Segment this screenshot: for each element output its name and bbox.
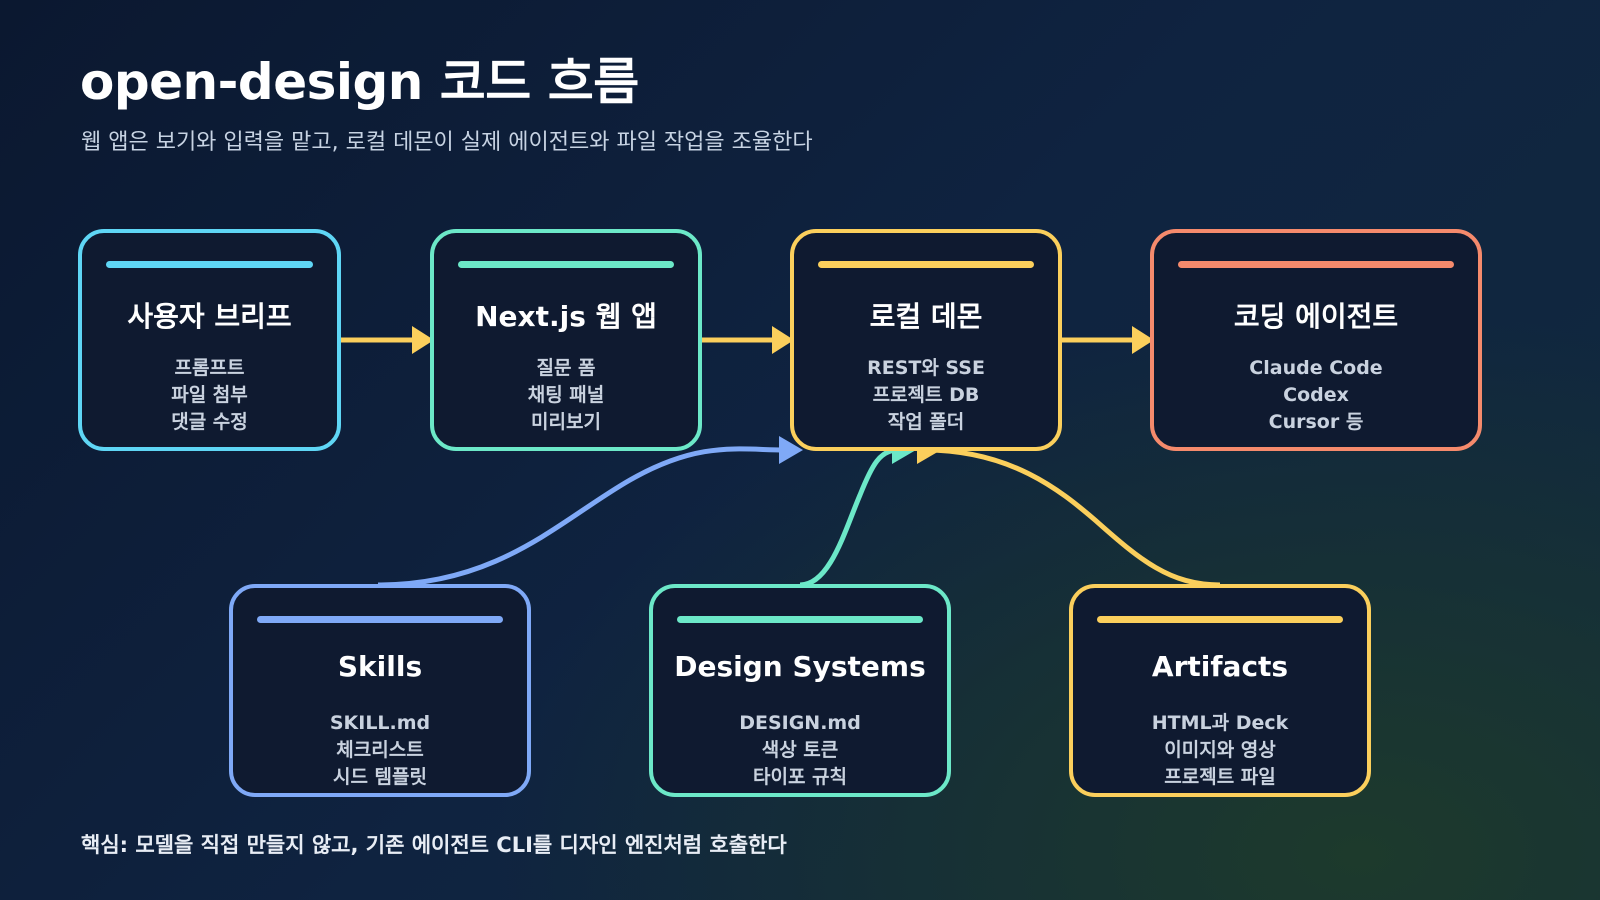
page-subtitle: 웹 앱은 보기와 입력을 맡고, 로컬 데몬이 실제 에이전트와 파일 작업을 … (81, 130, 813, 155)
node-item: 댓글 수정 (171, 411, 248, 433)
node-item: Codex (1283, 384, 1349, 406)
node-title: Design Systems (674, 650, 926, 683)
node-items: SKILL.md 체크리스트 시드 템플릿 (233, 710, 527, 791)
node-design-systems: Design Systems DESIGN.md 색상 토큰 타이포 규칙 (649, 584, 951, 797)
node-web-app: Next.js 웹 앱 질문 폼 채팅 패널 미리보기 (430, 229, 702, 451)
node-accent-bar (106, 261, 313, 268)
node-item: 미리보기 (531, 411, 601, 433)
node-item: 시드 템플릿 (332, 766, 427, 788)
node-item: 체크리스트 (336, 739, 424, 761)
node-title: 로컬 데몬 (869, 300, 983, 333)
node-artifacts: Artifacts HTML과 Deck 이미지와 영상 프로젝트 파일 (1069, 584, 1371, 797)
node-items: DESIGN.md 색상 토큰 타이포 규칙 (653, 710, 947, 791)
node-item: SKILL.md (329, 712, 431, 734)
node-item: 프로젝트 DB (872, 384, 980, 406)
node-items: REST와 SSE 프로젝트 DB 작업 폴더 (794, 355, 1058, 436)
node-items: Claude Code Codex Cursor 등 (1154, 355, 1478, 436)
node-title: Skills (337, 650, 423, 683)
node-skills: Skills SKILL.md 체크리스트 시드 템플릿 (229, 584, 531, 797)
node-title: Next.js 웹 앱 (475, 300, 657, 333)
node-accent-bar (818, 261, 1034, 268)
arrow-daemon-to-artifacts (917, 436, 1221, 588)
node-accent-bar (1178, 261, 1454, 268)
node-item: 프롬프트 (174, 357, 245, 379)
node-accent-bar (1097, 616, 1343, 623)
node-item: 파일 첨부 (171, 384, 248, 406)
node-local-daemon: 로컬 데몬 REST와 SSE 프로젝트 DB 작업 폴더 (790, 229, 1062, 451)
footer-note: 핵심: 모델을 직접 만들지 않고, 기존 에이전트 CLI를 디자인 엔진처럼… (81, 833, 787, 857)
node-item: 이미지와 영상 (1164, 739, 1276, 761)
arrow-brief-to-webapp (338, 326, 434, 354)
node-item: HTML과 Deck (1151, 712, 1289, 734)
node-item: Cursor 등 (1268, 411, 1364, 433)
node-items: 프롬프트 파일 첨부 댓글 수정 (82, 355, 337, 436)
arrow-skills-to-daemon (377, 436, 803, 588)
node-item: 타이포 규칙 (752, 766, 847, 788)
node-item: 작업 폴더 (887, 411, 965, 433)
node-item: 프로젝트 파일 (1164, 766, 1276, 788)
node-coding-agent: 코딩 에이전트 Claude Code Codex Cursor 등 (1150, 229, 1482, 451)
node-items: 질문 폼 채팅 패널 미리보기 (434, 355, 698, 436)
node-title: 사용자 브리프 (127, 300, 292, 333)
node-item: 질문 폼 (536, 357, 596, 379)
node-user-brief: 사용자 브리프 프롬프트 파일 첨부 댓글 수정 (78, 229, 341, 451)
node-title: 코딩 에이전트 (1233, 300, 1399, 333)
node-item: DESIGN.md (739, 712, 861, 734)
node-title: Artifacts (1151, 650, 1289, 683)
node-items: HTML과 Deck 이미지와 영상 프로젝트 파일 (1073, 710, 1367, 791)
node-accent-bar (458, 261, 674, 268)
node-accent-bar (677, 616, 923, 623)
node-item: 채팅 패널 (527, 384, 605, 406)
arrow-webapp-to-daemon (700, 326, 794, 354)
arrow-design-systems-to-daemon (799, 436, 916, 588)
page-title: open-design 코드 흐름 (80, 53, 639, 111)
node-item: REST와 SSE (867, 357, 985, 379)
node-item: Claude Code (1249, 357, 1383, 379)
node-accent-bar (257, 616, 503, 623)
arrow-daemon-to-agent (1060, 326, 1154, 354)
node-item: 색상 토큰 (761, 739, 839, 761)
